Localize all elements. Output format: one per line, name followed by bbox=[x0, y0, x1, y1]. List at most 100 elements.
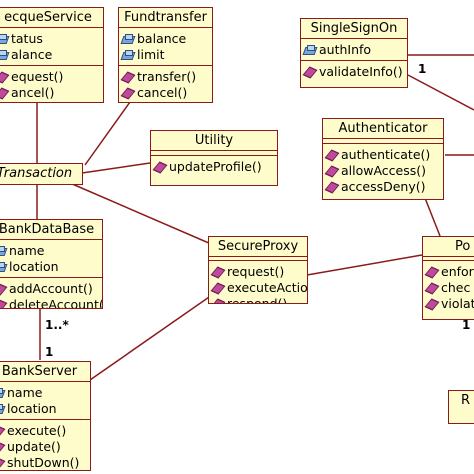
operations-section: addAccount() deleteAccount() bbox=[0, 278, 102, 309]
operation-row: chec bbox=[425, 279, 474, 295]
attribute-row: limit bbox=[121, 46, 210, 62]
operations-section: equest() ancel() bbox=[0, 66, 103, 102]
operation-row: shutDown() bbox=[0, 454, 88, 470]
operation-label: authenticate() bbox=[341, 146, 431, 162]
operations-section: request() executeAction() respond() bbox=[209, 261, 307, 304]
class-name: SecureProxy bbox=[209, 237, 307, 257]
operation-icon bbox=[0, 441, 5, 452]
attribute-row: name bbox=[0, 384, 88, 400]
class-fundtransfer[interactable]: Fundtransfer balance limit transfer() ca… bbox=[118, 7, 213, 103]
class-cheque-service[interactable]: ecqueService tatus alance equest() ancel… bbox=[0, 7, 104, 103]
class-name: Fundtransfer bbox=[119, 8, 212, 28]
operation-label: shutDown() bbox=[7, 454, 80, 470]
attribute-icon bbox=[0, 403, 5, 414]
class-name: Po bbox=[423, 237, 474, 257]
class-bank-server[interactable]: BankServer name location execute() updat… bbox=[0, 361, 91, 471]
operation-label: accessDeny() bbox=[341, 178, 426, 194]
operation-label: addAccount() bbox=[9, 280, 93, 296]
operation-label: violat bbox=[441, 295, 474, 311]
attribute-label: limit bbox=[137, 46, 165, 62]
class-utility[interactable]: Utility updateProfile() bbox=[150, 130, 278, 186]
operation-icon bbox=[121, 71, 135, 82]
attributes-section bbox=[209, 257, 307, 261]
attribute-label: tatus bbox=[11, 30, 43, 46]
class-bank-database[interactable]: BankDataBase name location addAccount() … bbox=[0, 219, 103, 309]
operation-icon bbox=[303, 66, 317, 77]
class-single-sign-on[interactable]: SingleSignOn authInfo validateInfo() bbox=[300, 18, 408, 88]
class-r[interactable]: R bbox=[448, 390, 474, 424]
line-singlesignon-right-bottom bbox=[407, 74, 474, 111]
line-transaction-secureproxy bbox=[69, 182, 226, 251]
class-name: Transaction bbox=[0, 166, 73, 181]
attributes-section: tatus alance bbox=[0, 28, 103, 66]
operation-icon bbox=[0, 87, 9, 98]
line-transaction-fundtransfer bbox=[84, 101, 131, 166]
operation-row: addAccount() bbox=[0, 280, 100, 296]
attributes-section bbox=[151, 151, 277, 156]
operations-section: transfer() cancel() bbox=[119, 66, 212, 102]
attribute-row: location bbox=[0, 258, 100, 274]
attribute-row: name bbox=[0, 242, 100, 258]
operation-icon bbox=[211, 282, 225, 293]
attribute-icon bbox=[0, 49, 9, 60]
operation-icon bbox=[153, 161, 167, 172]
operation-icon bbox=[325, 181, 339, 192]
class-name: R bbox=[461, 393, 471, 408]
attribute-row: authInfo bbox=[303, 41, 405, 57]
operation-label: executeAction() bbox=[227, 279, 308, 295]
operation-label: chec bbox=[441, 279, 471, 295]
class-name: Authenticator bbox=[323, 119, 443, 139]
operation-label: deleteAccount() bbox=[9, 296, 103, 309]
class-transaction[interactable]: Transaction bbox=[0, 163, 83, 185]
line-bankserver-secureproxy bbox=[89, 294, 213, 381]
class-policy[interactable]: Po enfor chec violat bbox=[422, 236, 474, 320]
class-secure-proxy[interactable]: SecureProxy request() executeAction() re… bbox=[208, 236, 308, 304]
attribute-icon bbox=[303, 44, 317, 55]
attributes-section: balance limit bbox=[119, 28, 212, 66]
operation-icon bbox=[121, 87, 135, 98]
operation-row: respond() bbox=[211, 295, 305, 304]
operation-label: updateProfile() bbox=[169, 158, 262, 174]
operation-icon bbox=[325, 165, 339, 176]
operation-icon bbox=[425, 266, 439, 277]
attribute-label: name bbox=[7, 384, 43, 400]
operation-label: transfer() bbox=[137, 68, 197, 84]
attribute-icon bbox=[0, 261, 7, 272]
operation-row: executeAction() bbox=[211, 279, 308, 295]
attribute-label: location bbox=[9, 258, 59, 274]
class-name: SingleSignOn bbox=[301, 19, 407, 39]
multiplicity-single-sign-on: 1 bbox=[418, 62, 427, 76]
class-name: BankDataBase bbox=[0, 220, 102, 240]
operation-row: validateInfo() bbox=[303, 63, 405, 79]
operation-row: ancel() bbox=[0, 84, 101, 100]
operations-section: validateInfo() bbox=[301, 61, 407, 82]
attribute-label: authInfo bbox=[319, 41, 372, 57]
attribute-icon bbox=[0, 387, 5, 398]
class-authenticator[interactable]: Authenticator authenticate() allowAccess… bbox=[322, 118, 444, 200]
operation-row: cancel() bbox=[121, 84, 210, 100]
operation-icon bbox=[425, 298, 439, 309]
operation-icon bbox=[0, 283, 7, 294]
operation-label: execute() bbox=[7, 422, 67, 438]
operation-label: respond() bbox=[227, 295, 288, 304]
line-transaction-utility bbox=[81, 162, 151, 174]
attribute-icon bbox=[0, 33, 9, 44]
class-name: ecqueService bbox=[0, 8, 103, 28]
attributes-section bbox=[423, 257, 474, 261]
multiplicity-bank-database: 1..* bbox=[45, 318, 69, 332]
operation-icon bbox=[0, 299, 7, 309]
attributes-section: name location bbox=[0, 240, 102, 278]
line-secureproxy-policy bbox=[306, 254, 423, 276]
attribute-label: alance bbox=[11, 46, 53, 62]
operation-icon bbox=[325, 149, 339, 160]
attributes-section bbox=[323, 139, 443, 144]
operation-icon bbox=[0, 71, 9, 82]
operation-row: equest() bbox=[0, 68, 101, 84]
attribute-label: balance bbox=[137, 30, 187, 46]
operation-row: update() bbox=[0, 438, 88, 454]
attribute-icon bbox=[121, 33, 135, 44]
operation-row: accessDeny() bbox=[325, 178, 441, 194]
operations-section: updateProfile() bbox=[151, 156, 277, 177]
operation-icon bbox=[211, 266, 225, 277]
